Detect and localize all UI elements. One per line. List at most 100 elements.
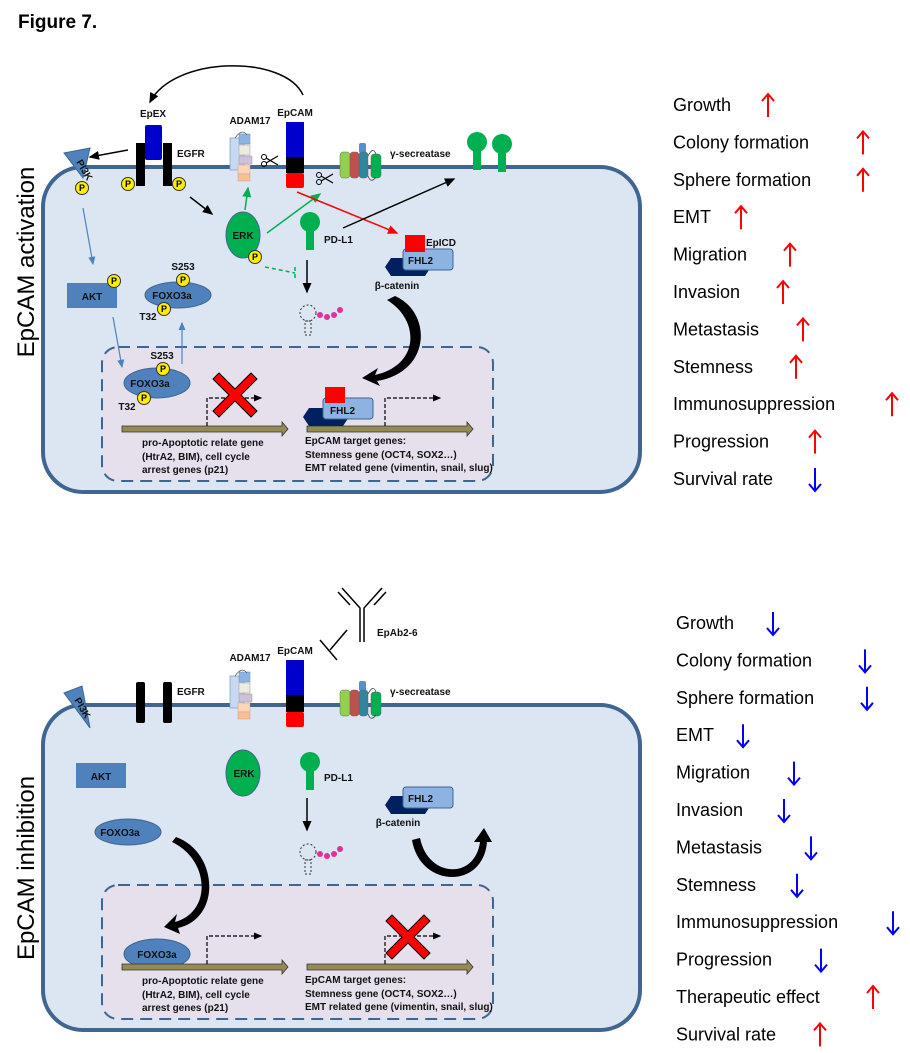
svg-text:P: P bbox=[111, 276, 117, 286]
svg-text:pro-Apoptotic relate gene: pro-Apoptotic relate gene bbox=[142, 976, 264, 987]
svg-text:EMT related gene (vimentin, sn: EMT related gene (vimentin, snail, slug) bbox=[305, 1002, 493, 1013]
adam17-label: ADAM17 bbox=[229, 116, 271, 127]
arrow-down-icon bbox=[858, 649, 872, 674]
outcome-item: Immunosuppression bbox=[676, 911, 900, 936]
erk bbox=[225, 749, 261, 797]
akt-label: AKT bbox=[91, 772, 112, 783]
pi3k-to-akt-arrow bbox=[82, 207, 96, 266]
svg-text:Stemness gene (OCT4, SOX2…): Stemness gene (OCT4, SOX2…) bbox=[305, 989, 457, 1000]
arrow-up-icon bbox=[885, 391, 899, 417]
right-gene-text: EpCAM target genes: Stemness gene (OCT4,… bbox=[305, 975, 493, 1013]
svg-text:P: P bbox=[252, 252, 258, 262]
svg-text:P: P bbox=[141, 393, 147, 403]
arrow-down-icon bbox=[777, 799, 791, 824]
gamma-secretase-label: γ-secreatase bbox=[390, 687, 451, 698]
nuclear-translocation-arrow bbox=[362, 296, 421, 386]
arrow-up-icon bbox=[789, 354, 803, 379]
outcome-item: Colony formation bbox=[676, 649, 872, 674]
gamma-secretase bbox=[339, 142, 382, 181]
erk-to-gamma-arrow bbox=[266, 193, 322, 234]
outcome-label: Growth bbox=[676, 613, 734, 633]
arrow-down-icon bbox=[787, 761, 801, 787]
antibody-inhibit-line bbox=[319, 629, 348, 661]
epcam-label: EpCAM bbox=[277, 646, 313, 657]
fhl2-nuclear bbox=[322, 397, 374, 420]
svg-text:EpCAM target genes:: EpCAM target genes: bbox=[305, 975, 406, 986]
ubiquitin-chain bbox=[317, 307, 343, 320]
arrow-down-icon bbox=[736, 724, 750, 749]
phospho-tag: P bbox=[157, 302, 171, 316]
arrow-down-icon bbox=[790, 873, 804, 899]
phospho-tag: P bbox=[248, 250, 262, 264]
left-gene-text: pro-Apoptotic relate gene (HtrA2, BIM), … bbox=[142, 438, 264, 476]
outcome-item: Migration bbox=[673, 242, 797, 267]
gamma-secretase-label: γ-secreatase bbox=[390, 149, 451, 160]
outcome-item: EMT bbox=[673, 204, 748, 230]
outcome-item: Progression bbox=[676, 948, 828, 974]
epcam-icd bbox=[286, 712, 304, 727]
beta-catenin-label: β-catenin bbox=[376, 818, 420, 829]
erk-inhibit-line bbox=[264, 266, 296, 279]
akt-to-nucleus-arrow bbox=[112, 316, 125, 369]
pdl1-label: PD-L1 bbox=[324, 235, 353, 246]
antibody-label: EpAb2-6 bbox=[377, 628, 418, 639]
akt bbox=[76, 763, 126, 788]
outcome-item: Metastasis bbox=[673, 316, 810, 342]
figure-title: Figure 7. bbox=[18, 12, 98, 33]
svg-text:P: P bbox=[176, 179, 182, 189]
svg-text:EpCAM target genes:: EpCAM target genes: bbox=[305, 436, 406, 447]
outcome-label: Stemness bbox=[676, 875, 756, 895]
epcam-to-epicd-arrow bbox=[296, 191, 399, 234]
phospho-tag: P bbox=[176, 273, 190, 287]
svg-text:pro-Apoptotic relate gene: pro-Apoptotic relate gene bbox=[142, 438, 264, 449]
outcome-label: Survival rate bbox=[673, 469, 773, 489]
svg-text:(HtrA2, BIM), cell cycle: (HtrA2, BIM), cell cycle bbox=[142, 452, 250, 463]
outcome-item: Survival rate bbox=[673, 468, 822, 493]
fhl2-label: FHL2 bbox=[330, 406, 355, 417]
phospho-tag: P bbox=[75, 181, 89, 195]
arrow-up-icon bbox=[796, 316, 810, 342]
outcome-label: Stemness bbox=[673, 357, 753, 377]
outcome-label: Migration bbox=[676, 763, 750, 783]
outcome-label: Colony formation bbox=[673, 132, 809, 152]
arrow-up-icon bbox=[856, 129, 870, 155]
panel-side-label: EpCAM activation bbox=[13, 167, 40, 358]
erk-label: ERK bbox=[232, 231, 254, 242]
arrow-up-icon bbox=[761, 92, 775, 117]
svg-text:P: P bbox=[180, 275, 186, 285]
erk-label: ERK bbox=[233, 769, 255, 780]
foxo3a-import-arrow bbox=[164, 837, 210, 934]
right-gene-text: EpCAM target genes: Stemness gene (OCT4,… bbox=[305, 436, 493, 474]
fhl2 bbox=[402, 248, 454, 271]
outcome-item: Growth bbox=[676, 612, 780, 637]
phospho-tag: P bbox=[137, 391, 151, 405]
promoter-arrow-right bbox=[384, 394, 442, 426]
gene-arrow-left bbox=[121, 958, 289, 976]
egfr-label: EGFR bbox=[177, 687, 206, 698]
arrow-up-icon bbox=[783, 242, 797, 267]
arrow-up-icon bbox=[776, 279, 790, 304]
gamma-secretase bbox=[339, 680, 382, 719]
egfr-to-pi3k-arrow bbox=[88, 149, 129, 160]
panel-inhibition: EpCAM inhibition EpAb2-6 ADAM17 EpCAM EG… bbox=[13, 587, 900, 1047]
panel-activation: EpCAM activation EpEX EGFR P P PI3K P AK… bbox=[13, 65, 899, 494]
s253-label: S253 bbox=[171, 262, 195, 273]
outcome-item: EMT bbox=[676, 724, 750, 749]
svg-text:(HtrA2, BIM), cell cycle: (HtrA2, BIM), cell cycle bbox=[142, 990, 250, 1001]
foxo3a-label: FOXO3a bbox=[137, 950, 177, 961]
promoter-arrow-right bbox=[384, 932, 442, 964]
epicd bbox=[405, 235, 425, 252]
svg-text:arrest genes (p21): arrest genes (p21) bbox=[142, 465, 228, 476]
epcam-transmembrane bbox=[286, 695, 304, 712]
outcome-item: Invasion bbox=[673, 279, 790, 304]
arrow-up-icon bbox=[734, 204, 748, 230]
u-turn-arrow bbox=[412, 828, 492, 878]
epicd-label: EpICD bbox=[426, 238, 456, 249]
phospho-tag: P bbox=[121, 177, 135, 191]
egfr-label: EGFR bbox=[177, 149, 206, 160]
ubiquitin-chain bbox=[317, 846, 343, 859]
arrow-down-icon bbox=[766, 612, 780, 637]
arrow-up-icon bbox=[856, 167, 870, 192]
gene-arrow-left bbox=[121, 420, 289, 438]
svg-text:arrest genes (p21): arrest genes (p21) bbox=[142, 1003, 228, 1014]
